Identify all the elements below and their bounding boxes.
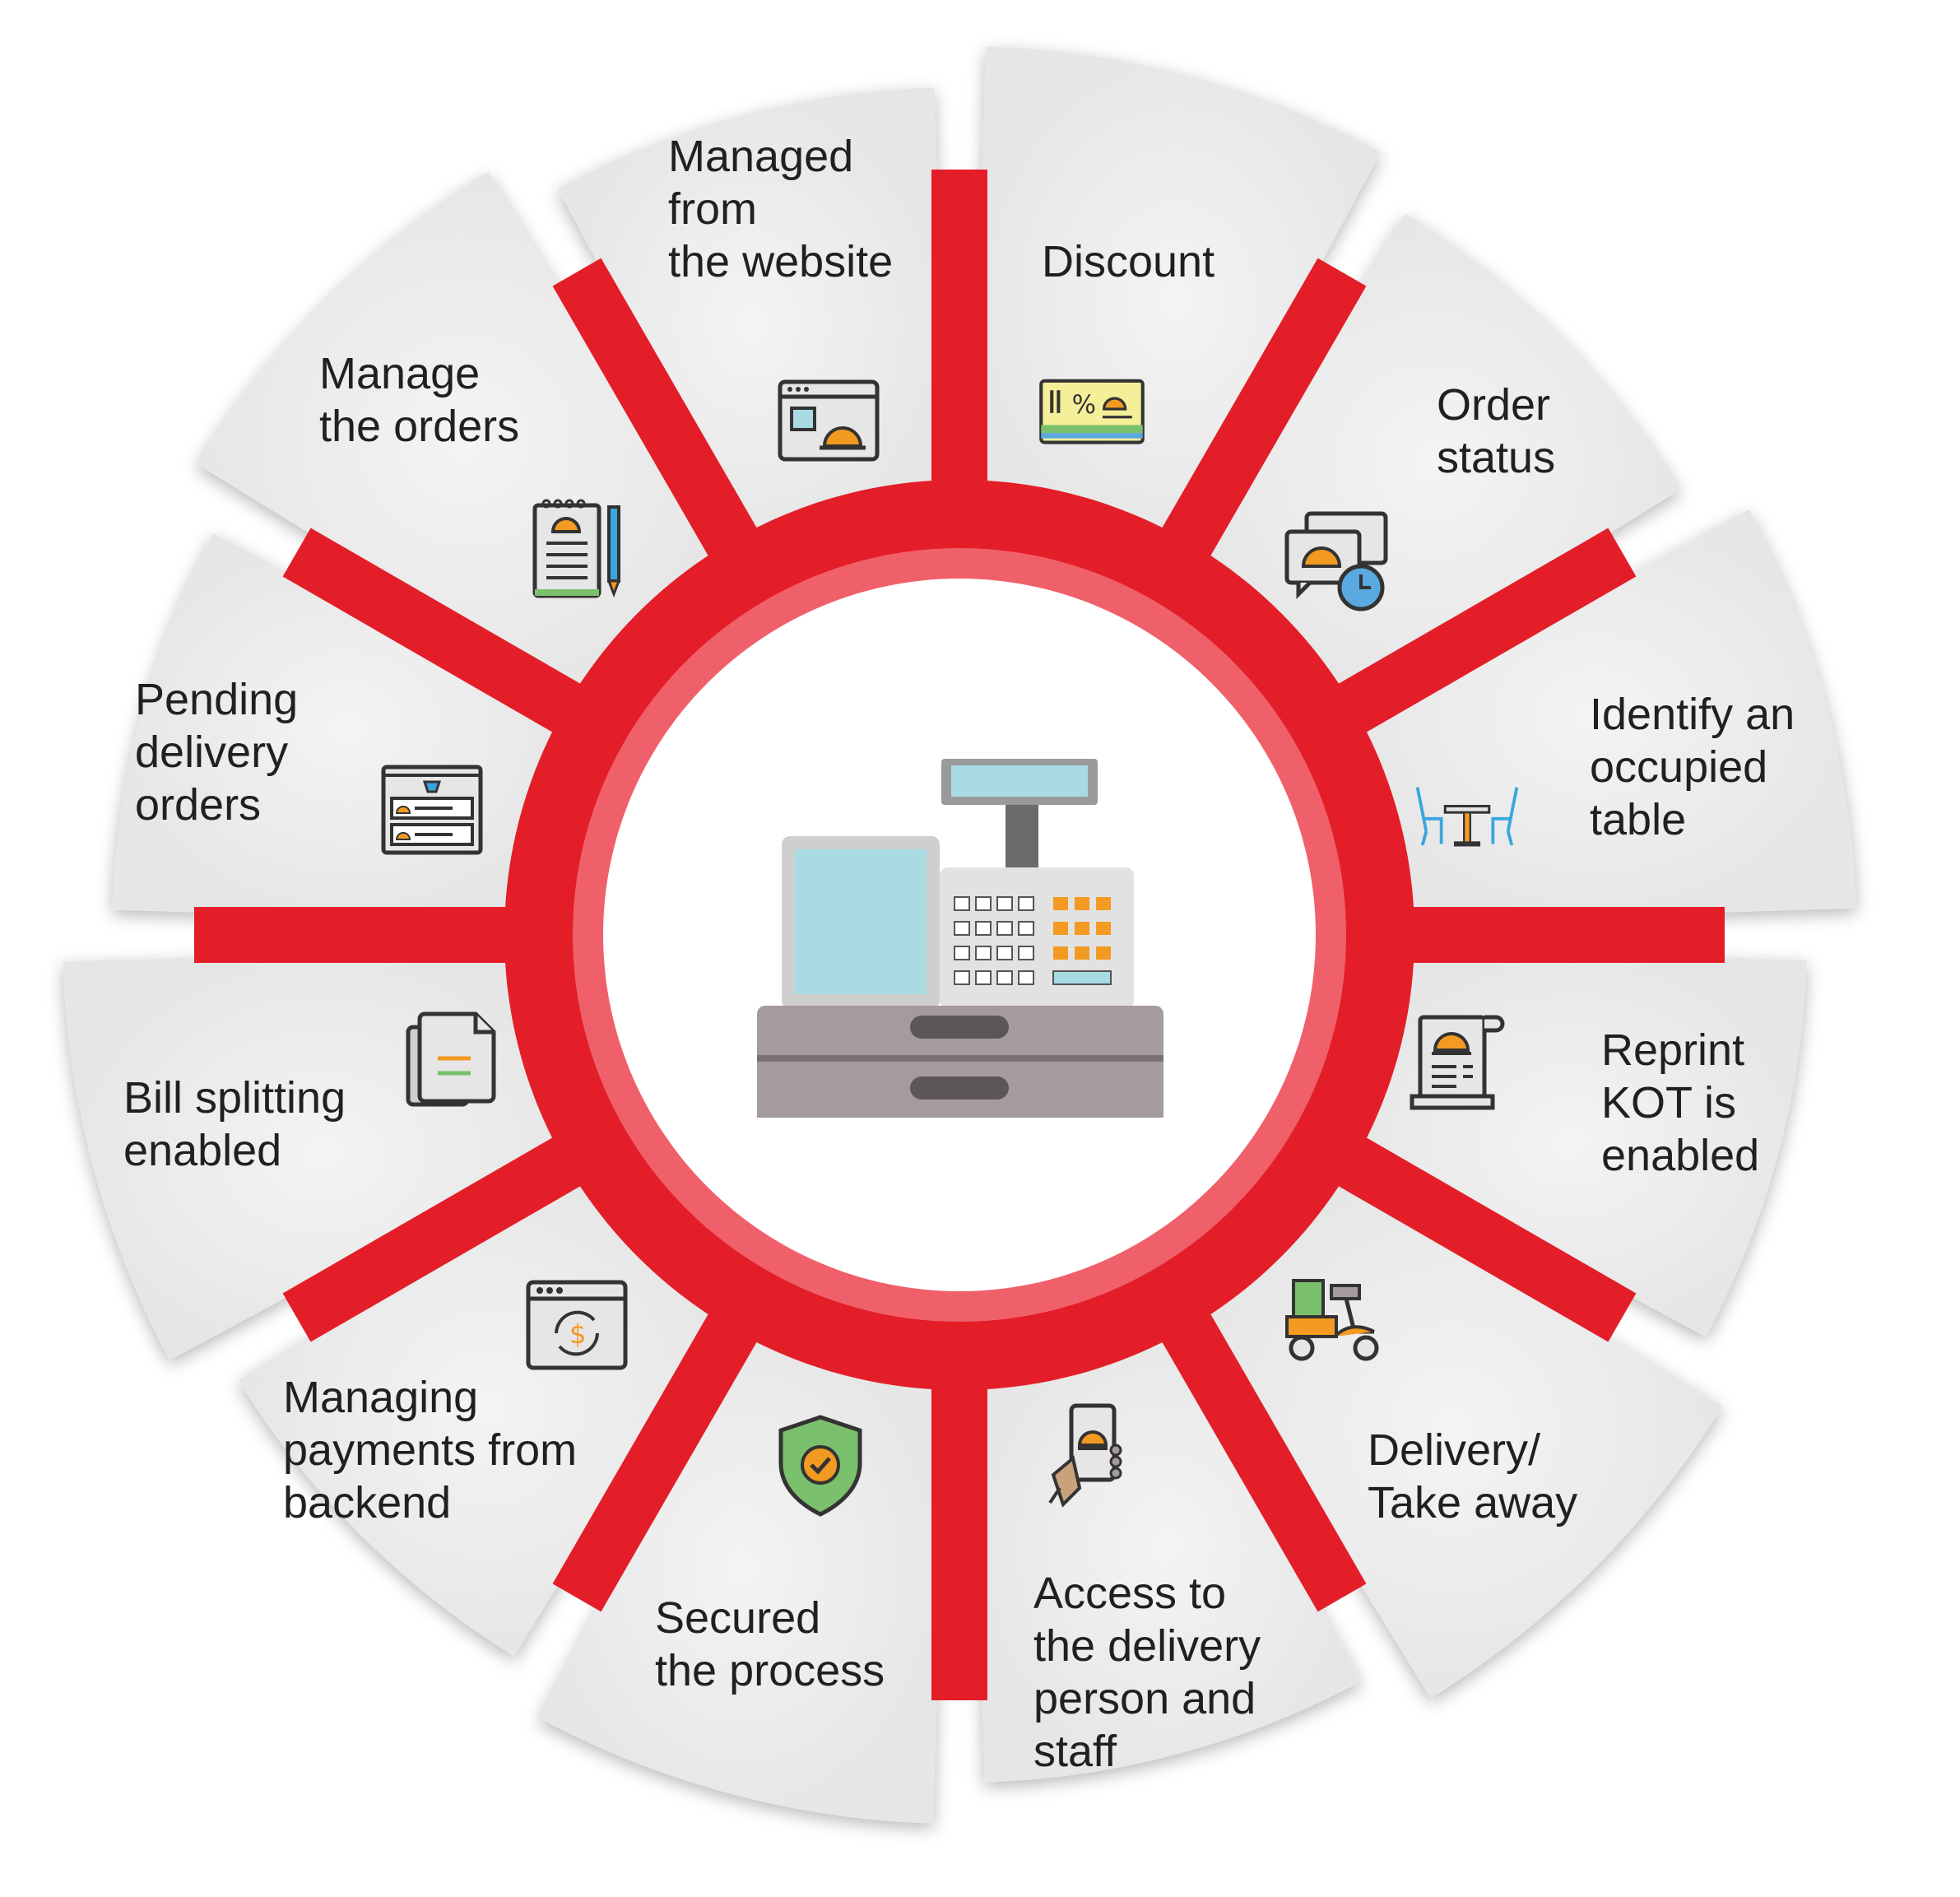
browser-payment-icon: $: [523, 1274, 630, 1381]
phone-hand-icon: [1042, 1401, 1149, 1508]
segment-label-split: Bill splitting enabled: [123, 1073, 346, 1175]
spoke-9: [282, 1116, 617, 1342]
documents-icon: [402, 1007, 509, 1114]
discount-card-icon: %: [1038, 359, 1145, 466]
spoke-12: [552, 258, 778, 593]
receipt-icon: [1402, 1009, 1509, 1116]
spoke-3: [1302, 528, 1637, 754]
svg-text:$: $: [569, 1318, 586, 1350]
segment-label-secured: Secured the process: [655, 1593, 885, 1695]
segment-label-payments: Managing payments from backend: [283, 1373, 578, 1527]
order-list-icon: [379, 757, 485, 864]
segment-label-pending: Pending delivery orders: [135, 675, 299, 830]
spokes-layer: [194, 170, 1725, 1700]
spoke-8: [552, 1277, 778, 1612]
segment-label-manage: Manage the orders: [319, 349, 520, 451]
browser-cloche-icon: [775, 367, 882, 474]
segment-label-website: Managed from the website: [668, 132, 894, 286]
chat-clock-icon: [1282, 509, 1389, 616]
spoke-6: [1140, 1277, 1367, 1612]
cash-register-icon: [757, 759, 1163, 1118]
spoke-5: [1302, 1116, 1637, 1342]
segment-label-access: Access to the delivery person and staff: [1033, 1569, 1261, 1776]
scooter-icon: [1280, 1266, 1387, 1373]
segment-label-discount: Discount: [1042, 237, 1215, 286]
segment-label-status: Order status: [1437, 380, 1556, 482]
segment-label-delivery: Delivery/ Take away: [1368, 1425, 1578, 1527]
table-chairs-icon: [1414, 762, 1521, 869]
notepad-pen-icon: [527, 495, 634, 602]
spoke-11: [282, 528, 617, 754]
segment-label-table: Identify an occupied table: [1590, 690, 1795, 844]
segment-label-kot: Reprint KOT is enabled: [1601, 1025, 1760, 1180]
shield-check-icon: [767, 1412, 874, 1519]
spoke-2: [1140, 258, 1367, 593]
svg-text:%: %: [1072, 390, 1096, 420]
